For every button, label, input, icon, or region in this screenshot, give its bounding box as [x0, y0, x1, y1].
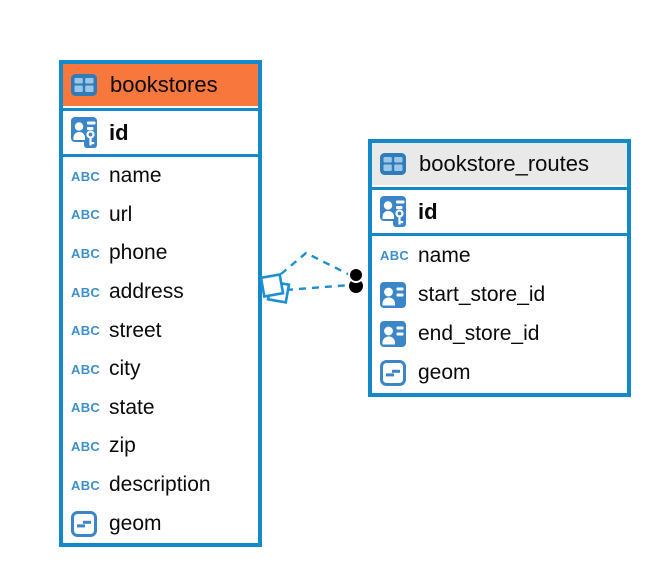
table-icon: [380, 153, 410, 175]
column-name-label: address: [109, 280, 184, 304]
table-icon: [71, 74, 101, 96]
table-bookstores-header[interactable]: bookstores: [63, 64, 258, 108]
text-type-icon: ABC: [71, 438, 101, 454]
geometry-type-icon: [71, 511, 101, 537]
column-row-street[interactable]: ABC street: [63, 311, 258, 350]
geometry-type-icon: [380, 360, 410, 386]
table-bookstore-routes[interactable]: bookstore_routes id ABC name start_store…: [368, 139, 631, 397]
text-type-icon: ABC: [71, 323, 101, 339]
column-row-state[interactable]: ABC state: [63, 389, 258, 428]
column-row-phone[interactable]: ABC phone: [63, 234, 258, 273]
column-name-label: geom: [109, 511, 162, 535]
column-name-label: phone: [109, 241, 168, 265]
column-row-url[interactable]: ABC url: [63, 196, 258, 235]
column-name-label: state: [109, 395, 155, 419]
text-type-icon: ABC: [71, 400, 101, 416]
column-row-name[interactable]: ABC name: [63, 157, 258, 196]
column-row-id[interactable]: id: [372, 190, 627, 233]
table-title: bookstores: [110, 72, 218, 97]
column-row-address[interactable]: ABC address: [63, 273, 258, 312]
column-row-end-store-id[interactable]: end_store_id: [372, 314, 627, 353]
table-bookstore-routes-header[interactable]: bookstore_routes: [372, 143, 627, 187]
text-type-icon: ABC: [71, 477, 101, 493]
relationship-diamond-marker-back[interactable]: [266, 280, 291, 304]
column-row-geom[interactable]: geom: [63, 504, 258, 543]
text-type-icon: ABC: [71, 245, 101, 261]
column-row-start-store-id[interactable]: start_store_id: [372, 275, 627, 314]
column-name-label: zip: [109, 434, 136, 458]
column-row-geom[interactable]: geom: [372, 353, 627, 392]
text-type-icon: ABC: [380, 248, 410, 263]
pk-divider: [372, 233, 627, 236]
column-name-label: id: [109, 119, 129, 145]
text-type-icon: ABC: [71, 207, 101, 223]
primary-key-icon: [71, 117, 101, 149]
column-name-label: id: [418, 198, 438, 224]
relationship-dot-marker-back[interactable]: [349, 279, 363, 293]
relationship-line-lower[interactable]: [285, 283, 351, 292]
column-name-label: url: [109, 202, 133, 226]
column-name-label: end_store_id: [418, 321, 540, 345]
text-type-icon: ABC: [71, 361, 101, 377]
column-row-name[interactable]: ABC name: [372, 236, 627, 275]
text-type-icon: ABC: [71, 284, 101, 300]
primary-key-icon: [380, 196, 410, 228]
table-title: bookstore_routes: [419, 151, 589, 176]
column-name-label: city: [109, 357, 141, 381]
column-name-label: street: [109, 318, 162, 342]
column-name-label: start_store_id: [418, 282, 546, 306]
pk-divider: [63, 154, 258, 157]
relationship-line-upper[interactable]: [280, 251, 353, 278]
column-row-id[interactable]: id: [63, 111, 258, 154]
header-divider: [63, 108, 258, 111]
column-name-label: description: [109, 473, 211, 497]
relationship-dot-marker-front[interactable]: [348, 267, 364, 283]
column-name-label: name: [109, 164, 162, 188]
header-divider: [372, 187, 627, 190]
column-row-city[interactable]: ABC city: [63, 350, 258, 389]
column-row-description[interactable]: ABC description: [63, 466, 258, 505]
reference-type-icon: [380, 321, 410, 347]
reference-type-icon: [380, 282, 410, 308]
column-name-label: name: [418, 243, 471, 267]
relationship-diamond-marker-front[interactable]: [259, 272, 285, 299]
text-type-icon: ABC: [71, 168, 101, 184]
table-bookstores[interactable]: bookstores id ABC name ABC url ABC phone…: [59, 60, 262, 547]
column-name-label: geom: [418, 360, 471, 384]
column-row-zip[interactable]: ABC zip: [63, 427, 258, 466]
